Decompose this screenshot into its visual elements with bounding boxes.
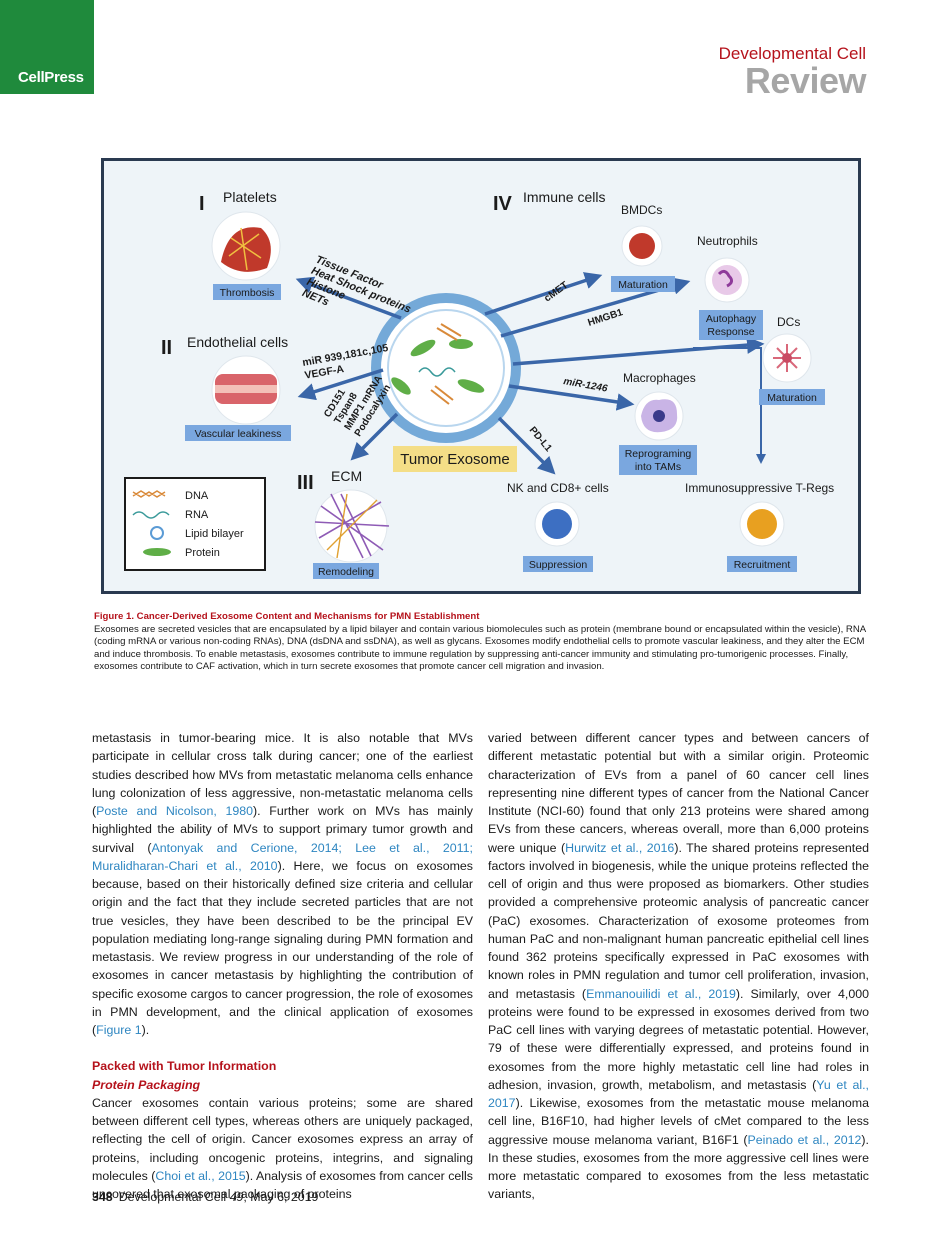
badge-tams-line1: Reprograming [625,448,692,460]
ref-figure-1[interactable]: Figure 1 [96,1023,142,1037]
title-platelets: Platelets [223,189,277,205]
center-label-box [393,446,517,472]
tumor-exosome-illustration [371,293,521,443]
treg-illustration [739,501,785,547]
badge-autophagy-line2: Response [707,326,754,338]
endothelial-illustration [211,355,281,425]
badge-macrophage-tams [619,445,697,475]
legend-dna: DNA [185,490,209,502]
badge-vascular-label: Vascular leakiness [195,428,282,440]
legend-rna-icon [132,511,170,519]
ref-antonyak[interactable]: Antonyak and Cerione, 2014; Lee et al., … [92,840,473,873]
badge-suppression [523,556,593,572]
page-footer: 348 Developmental Cell 49, May 6, 2019 [92,1190,318,1204]
badge-thrombosis-label: Thrombosis [220,287,275,299]
badge-thrombosis [213,284,281,300]
numeral-III: III [297,472,314,494]
footer-date: , May 6, 2019 [243,1190,319,1204]
left-paragraph-2: Cancer exosomes contain various proteins… [92,1095,473,1201]
logo-text: CellPress [18,69,84,86]
left-paragraph-1: metastasis in tumor-bearing mice. It is … [92,731,474,1037]
platelet-illustration [211,211,281,281]
dc-illustration [762,333,812,383]
legend: DNA RNA Lipid bilayer Protein [124,477,266,571]
footer-citation: Developmental Cell [118,1190,230,1204]
caption-body: Exosomes are secreted vesicles that are … [94,623,866,673]
neutrophil-illustration [704,257,750,303]
label-nk-cd8: NK and CD8+ cells [507,481,609,495]
numeral-I: I [199,193,205,215]
title-ecm: ECM [331,468,362,484]
badge-bmdc-maturation-label: Maturation [618,279,668,291]
label-dcs: DCs [777,315,800,329]
badge-autophagy-line1: Autophagy [706,313,757,325]
label-bmdcs: BMDCs [621,203,662,217]
subsection-heading: Protein Packaging [92,1077,201,1092]
badge-bmdc-maturation [611,276,675,292]
legend-rna: RNA [185,509,209,521]
badge-suppression-label: Suppression [529,559,588,571]
legend-dna-icon [132,490,166,498]
macrophage-illustration [634,391,684,441]
journal-name: Developmental Cell [718,44,866,63]
badge-recruitment-label: Recruitment [734,559,791,571]
legend-lipid: Lipid bilayer [185,528,244,540]
ref-peinado[interactable]: Peinado et al., 2012 [747,1132,862,1147]
bmdc-illustration [621,225,663,267]
label-macrophages: Macrophages [623,371,696,385]
footer-volume: 49 [229,1190,244,1204]
figure-caption: Figure 1. Cancer-Derived Exosome Content… [94,611,868,674]
ref-hurwitz[interactable]: Hurwitz et al., 2016 [565,840,675,855]
dc-treg-arrow [693,347,766,464]
page-number: 348 [92,1190,113,1204]
label-neutrophils: Neutrophils [697,234,758,248]
legend-protein-icon [143,548,171,556]
badge-vascular-leakiness [185,425,291,441]
numeral-IV: IV [493,193,513,215]
numeral-II: II [161,337,172,359]
right-paragraph-1: varied between different cancer types an… [488,731,870,1202]
center-label: Tumor Exosome [400,451,509,468]
badge-tams-line2: into TAMs [635,461,681,473]
legend-protein: Protein [185,547,220,559]
right-column: varied between different cancer types an… [488,729,869,1204]
badge-dc-maturation-label: Maturation [767,392,817,404]
cellpress-logo: CellPress [0,0,94,94]
ref-choi[interactable]: Choi et al., 2015 [155,1168,246,1183]
ecm-illustration [314,489,390,563]
ref-emmanouilidi[interactable]: Emmanouilidi et al., 2019 [586,986,736,1001]
legend-lipid-icon [150,526,164,540]
label-tregs: Immunosuppressive T-Regs [685,481,834,495]
badge-dc-maturation [759,389,825,405]
title-immune: Immune cells [523,189,605,205]
caption-title: Figure 1. Cancer-Derived Exosome Content… [94,611,480,622]
nk-cell-illustration [534,501,580,547]
section-title: Review [744,60,867,101]
badge-neutrophil-autophagy [699,310,763,340]
badge-remodeling-label: Remodeling [318,566,374,578]
section-heading: Packed with Tumor Information [92,1059,277,1074]
left-column: metastasis in tumor-bearing mice. It is … [92,729,473,1203]
badge-remodeling [313,563,379,579]
ref-poste[interactable]: Poste and Nicolson, 1980 [96,804,254,818]
badge-recruitment [727,556,797,572]
figure-1: I Platelets II Endothelial cells III ECM… [101,158,861,594]
ref-yu[interactable]: Yu et al., 2017 [488,1077,869,1110]
title-endothelial: Endothelial cells [187,334,288,350]
